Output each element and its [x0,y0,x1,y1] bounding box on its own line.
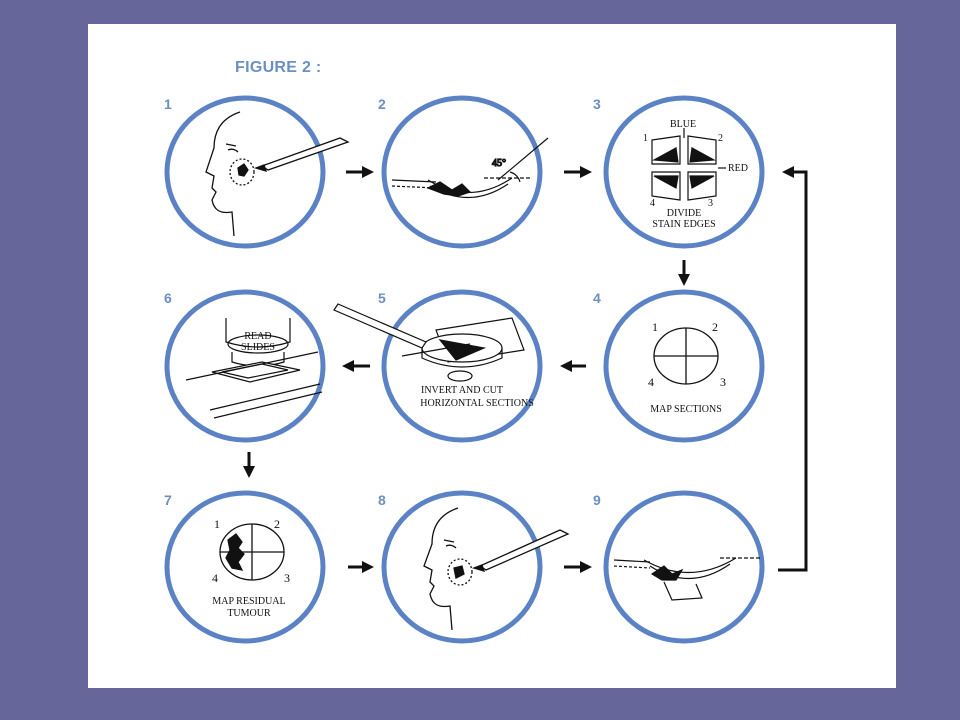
arrow-4-to-5 [560,360,586,372]
map-sections-label: MAP SECTIONS [650,404,722,415]
step-4-quadrant-2: 2 [712,320,718,334]
step-7-circle [164,490,326,644]
step-4-circle [603,289,765,443]
figure-title: FIGURE 2 : [235,59,322,76]
step-7-quadrant-4: 4 [212,571,218,585]
arrow-1-to-2 [346,166,374,178]
step-9-illustration [613,557,760,601]
invert-cut-label: INVERT AND CUT [421,385,503,396]
step-number-4: 4 [593,290,601,306]
step-5-circle [381,289,543,443]
horizontal-sections-label: HORIZONTAL SECTIONS [420,398,534,409]
step-4-illustration [653,327,719,385]
step-number-7: 7 [164,492,172,508]
step-3-quadrant-4: 4 [650,198,655,209]
arrow-3-to-4 [678,260,690,286]
step-4-quadrant-1: 1 [652,320,658,334]
lesion-1 [237,163,249,177]
step-6-illustration [185,318,323,419]
lesion-margin-1 [229,158,255,186]
scalpel-1 [260,137,350,171]
step-3-quadrant-1: 1 [643,133,648,144]
step-number-2: 2 [378,96,386,112]
step-2-illustration: 45° [391,137,549,199]
arrow-7-to-8 [348,561,374,573]
red-label: RED [728,163,748,174]
angle-label: 45° [492,158,506,169]
scalpel-8 [478,529,570,571]
arrow-6-to-7 [243,452,255,478]
step-7-quadrant-3: 3 [284,571,290,585]
step-9-circle [603,490,765,644]
read-label: READ [244,331,271,342]
step-3-quadrant-3: 3 [708,198,713,209]
slide-6 [211,361,301,383]
step-number-3: 3 [593,96,601,112]
tumour-label: TUMOUR [227,608,271,619]
step-5-illustration [333,303,525,382]
slides-label: SLIDES [241,342,275,353]
scalpel-5 [333,303,427,349]
map-residual-label: MAP RESIDUAL [212,596,285,607]
stain-edges-label: STAIN EDGES [652,219,715,230]
arrow-8-to-9 [564,561,592,573]
step-4-quadrant-3: 3 [720,375,726,389]
arrow-5-to-6 [342,360,370,372]
face-profile-8 [423,507,459,631]
step-7-quadrant-1: 1 [214,517,220,531]
arrow-2-to-3 [564,166,592,178]
step-8-illustration [423,507,570,631]
step-3-illustration [651,128,726,201]
lesion-margin-8 [447,558,473,586]
step-1-illustration [205,111,350,237]
divide-label: DIVIDE [667,208,701,219]
blue-label: BLUE [670,119,696,130]
flow-arrows [243,166,808,573]
loop-arrow-9-to-3 [778,166,808,572]
step-number-1: 1 [164,96,172,112]
step-2-circle [381,95,543,249]
step-7-quadrant-2: 2 [274,517,280,531]
step-number-6: 6 [164,290,172,306]
step-number-5: 5 [378,290,386,306]
residual-tumour-7 [225,533,245,571]
step-number-9: 9 [593,492,601,508]
step-number-8: 8 [378,492,386,508]
step-4-quadrant-4: 4 [648,375,654,389]
tumour-2 [426,181,472,197]
step-3-quadrant-2: 2 [718,133,723,144]
scalpel-2 [497,137,549,181]
step-7-illustration [219,523,285,581]
step-3-circle [603,95,765,249]
face-profile-1 [205,111,241,237]
